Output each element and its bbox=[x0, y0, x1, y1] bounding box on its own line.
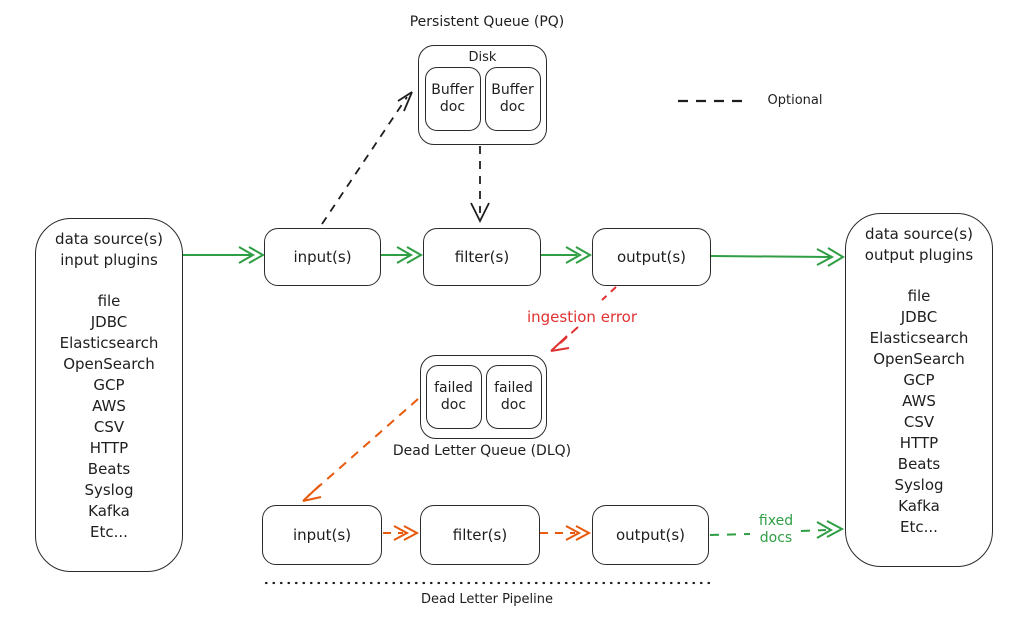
plugin-list-item: Kafka bbox=[898, 497, 940, 515]
plugin-list-item: CSV bbox=[903, 413, 935, 431]
plugin-list-item: Etc... bbox=[900, 518, 938, 536]
plugin-list-item: JDBC bbox=[900, 308, 938, 326]
plugin-list-item: GCP bbox=[903, 371, 935, 389]
main-filter-node: filter(s) bbox=[423, 228, 541, 286]
output-plugins-panel: data source(s) output plugins file JDBC … bbox=[845, 213, 993, 567]
main-pipeline-arrows bbox=[182, 246, 845, 267]
buffer-doc-row: Buffer doc Buffer doc bbox=[424, 67, 541, 131]
dlq-box: failed doc failed doc bbox=[420, 355, 547, 439]
plugin-list-item: file bbox=[907, 287, 931, 305]
plugin-list-item: OpenSearch bbox=[63, 355, 155, 373]
plugin-list-item: GCP bbox=[93, 376, 125, 394]
dlq-label: Dead Letter Queue (DLQ) bbox=[392, 443, 572, 459]
plugin-list-item: AWS bbox=[902, 392, 936, 410]
dlp-input-node: input(s) bbox=[262, 505, 382, 565]
panel-title-line: output plugins bbox=[864, 246, 974, 264]
input-plugins-title: data source(s) input plugins bbox=[36, 229, 182, 271]
dlp-output-node: output(s) bbox=[592, 505, 709, 565]
dlp-caption: Dead Letter Pipeline bbox=[421, 592, 553, 607]
plugin-list-item: Kafka bbox=[88, 502, 130, 520]
failed-doc-box: failed doc bbox=[485, 365, 542, 429]
legend-optional-label: Optional bbox=[767, 93, 823, 108]
failed-doc-row: failed doc failed doc bbox=[425, 365, 542, 429]
fixed-docs-arrow bbox=[709, 520, 845, 539]
plugin-list-item: Elasticsearch bbox=[59, 334, 159, 352]
main-input-node: input(s) bbox=[264, 228, 381, 286]
input-plugins-list: file JDBC Elasticsearch OpenSearch GCP A… bbox=[36, 291, 182, 543]
plugin-list-item: AWS bbox=[92, 397, 126, 415]
panel-title-line: data source(s) bbox=[55, 230, 163, 248]
ingestion-error-label: ingestion error bbox=[526, 308, 638, 326]
dlq-pipeline-arrows bbox=[302, 398, 592, 541]
plugin-list-item: Etc... bbox=[90, 523, 128, 541]
pq-optional-arrows bbox=[321, 91, 490, 225]
plugin-list-item: HTTP bbox=[89, 439, 129, 457]
plugin-list-item: JDBC bbox=[90, 313, 128, 331]
pq-title: Persistent Queue (PQ) bbox=[409, 14, 565, 30]
plugin-list-item: Beats bbox=[87, 460, 131, 478]
buffer-doc-box: Buffer doc bbox=[484, 67, 541, 131]
buffer-doc-box: Buffer doc bbox=[424, 67, 481, 131]
plugin-list-item: Syslog bbox=[84, 481, 134, 499]
failed-doc-box: failed doc bbox=[425, 365, 482, 429]
fixed-docs-label: fixed docs bbox=[758, 513, 794, 546]
ingestion-error-arrow bbox=[550, 286, 617, 352]
plugin-list-item: HTTP bbox=[899, 434, 939, 452]
disk-box: Disk Buffer doc Buffer doc bbox=[418, 45, 547, 145]
plugin-list-item: Syslog bbox=[894, 476, 944, 494]
dlp-filter-node: filter(s) bbox=[420, 505, 540, 565]
plugin-list-item: CSV bbox=[93, 418, 125, 436]
input-plugins-panel: data source(s) input plugins file JDBC E… bbox=[35, 218, 183, 572]
main-output-node: output(s) bbox=[592, 228, 711, 286]
disk-label: Disk bbox=[468, 50, 497, 65]
plugin-list-item: OpenSearch bbox=[873, 350, 965, 368]
output-plugins-title: data source(s) output plugins bbox=[846, 224, 992, 266]
plugin-list-item: Beats bbox=[897, 455, 941, 473]
plugin-list-item: file bbox=[97, 292, 121, 310]
plugin-list-item: Elasticsearch bbox=[869, 329, 969, 347]
output-plugins-list: file JDBC Elasticsearch OpenSearch GCP A… bbox=[846, 286, 992, 538]
panel-title-line: data source(s) bbox=[865, 225, 973, 243]
panel-title-line: input plugins bbox=[60, 251, 158, 269]
